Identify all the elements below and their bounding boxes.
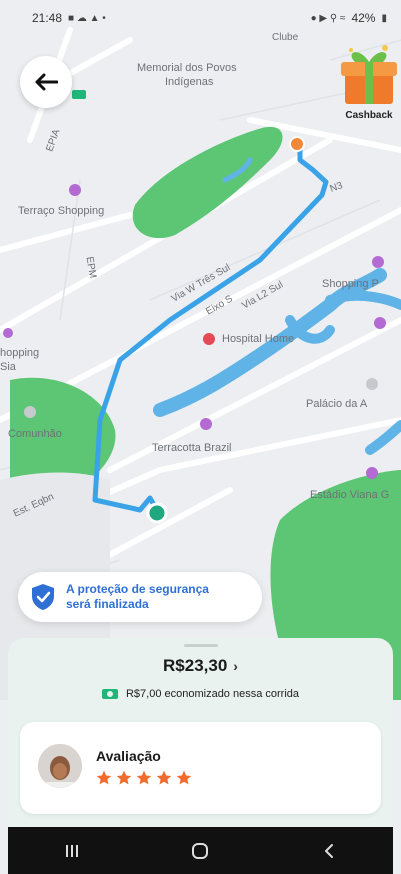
label-shopping-left-2: Sia — [0, 361, 16, 373]
home-icon — [192, 842, 209, 859]
shield-check-icon — [32, 584, 54, 610]
notification-icons: ■ ☁ ▲ • — [68, 12, 106, 24]
poi-estadio-icon — [366, 467, 378, 479]
label-shopping-left: hopping — [0, 347, 40, 359]
driver-avatar — [38, 744, 82, 788]
label-comunhao: Comunhão — [8, 428, 62, 440]
chevron-right-icon: › — [233, 658, 238, 674]
home-button[interactable] — [180, 836, 220, 866]
status-right: ● ▶ ⚲ ≈ 42% ▮ — [311, 11, 387, 25]
label-terraco: Terraço Shopping — [18, 205, 105, 217]
cash-icon — [101, 689, 118, 699]
cashback-label: Cashback — [345, 110, 393, 121]
cashback-button[interactable]: Cashback — [337, 38, 401, 124]
safety-line-1: A proteção de segurança — [66, 582, 209, 596]
recents-button[interactable] — [52, 836, 92, 866]
label-memorial-2: Indígenas — [165, 76, 214, 88]
fare-amount: R$23,30 — [163, 656, 228, 675]
label-clube: Clube — [272, 32, 299, 43]
route-line — [92, 143, 329, 515]
star-icon[interactable] — [176, 770, 192, 786]
origin-marker — [289, 136, 305, 152]
star-icon[interactable] — [96, 770, 112, 786]
rating-stars[interactable] — [96, 770, 192, 786]
map-badge-icon — [72, 90, 86, 99]
poi-comunhao-icon — [24, 406, 36, 418]
savings-row: R$7,00 economizado nessa corrida — [8, 688, 393, 700]
label-terracotta: Terracotta Brazil — [152, 442, 232, 454]
rating-title: Avaliação — [96, 748, 161, 764]
gift-box-icon — [341, 45, 397, 104]
safety-notice[interactable]: A proteção de segurança será finalizada — [18, 572, 262, 622]
arrow-left-icon — [35, 73, 58, 91]
system-icons: ● ▶ ⚲ ≈ — [310, 12, 346, 24]
label-palacio: Palácio da A — [306, 398, 368, 410]
poi-store-icon — [374, 317, 386, 329]
avatar-photo — [38, 744, 82, 788]
savings-text: R$7,00 economizado nessa corrida — [125, 688, 300, 700]
star-icon[interactable] — [116, 770, 132, 786]
label-estadio: Estádio Viana G — [310, 489, 390, 501]
status-bar: 21:48 ■ ☁ ▲ • ● ▶ ⚲ ≈ 42% ▮ — [0, 0, 401, 36]
fare-row[interactable]: R$23,30 › — [8, 656, 393, 676]
poi-terraco-icon — [69, 184, 81, 196]
label-memorial: Memorial dos Povos — [137, 62, 237, 74]
android-nav-bar — [8, 827, 393, 874]
rating-card[interactable]: Avaliação — [20, 722, 381, 814]
back-button[interactable] — [20, 56, 72, 108]
chevron-left-icon — [324, 843, 333, 858]
poi-shopping-left-icon — [3, 328, 13, 338]
recents-icon — [66, 844, 79, 857]
battery-icon: ▮ — [381, 12, 387, 24]
poi-shopping-icon — [372, 256, 384, 268]
status-left: 21:48 ■ ☁ ▲ • — [32, 11, 106, 25]
label-hospital: Hospital Home — [222, 333, 295, 345]
star-icon[interactable] — [136, 770, 152, 786]
safety-line-2: será finalizada — [66, 597, 149, 611]
safety-text: A proteção de segurança será finalizada — [66, 582, 209, 612]
poi-terracotta-icon — [200, 418, 212, 430]
label-shopping: Shopping P — [322, 278, 379, 290]
status-time: 21:48 — [32, 11, 63, 25]
hospital-icon — [203, 333, 215, 345]
star-icon[interactable] — [156, 770, 172, 786]
sheet-handle[interactable] — [184, 644, 218, 647]
poi-palacio-icon — [366, 378, 378, 390]
back-nav-button[interactable] — [309, 836, 349, 866]
destination-marker — [146, 502, 168, 524]
battery-level: 42% — [351, 11, 376, 25]
